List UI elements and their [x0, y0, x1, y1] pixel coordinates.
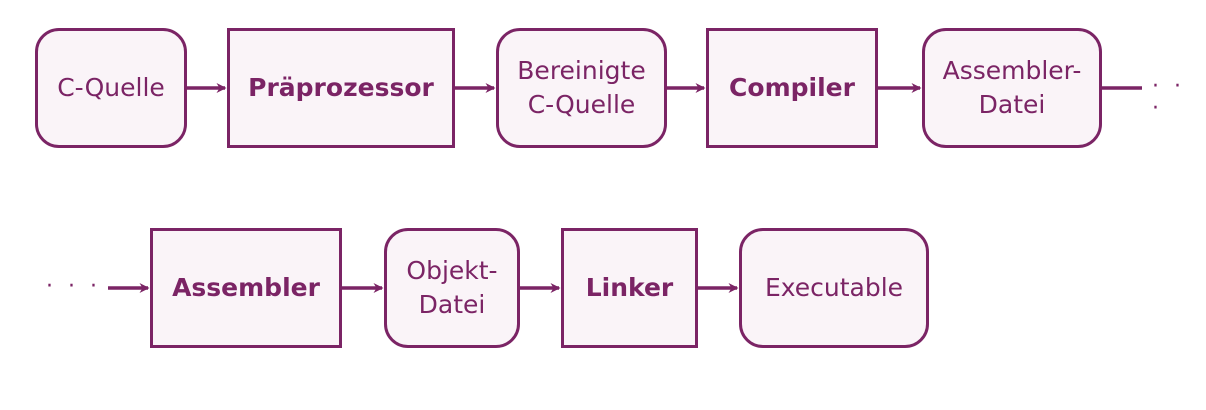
node-cleaned-source: Bereinigte C-Quelle [496, 28, 667, 148]
node-assembler-file: Assembler- Datei [922, 28, 1102, 148]
node-c-source: C-Quelle [35, 28, 187, 148]
continuation-ellipsis-row2: · · · [46, 274, 101, 299]
node-linker: Linker [561, 228, 698, 348]
node-executable: Executable [739, 228, 929, 348]
node-assembler: Assembler [150, 228, 342, 348]
continuation-ellipsis-row1: · · · [1152, 74, 1185, 121]
node-object-file: Objekt- Datei [384, 228, 520, 348]
node-preprocessor: Präprozessor [227, 28, 455, 148]
node-compiler: Compiler [706, 28, 878, 148]
